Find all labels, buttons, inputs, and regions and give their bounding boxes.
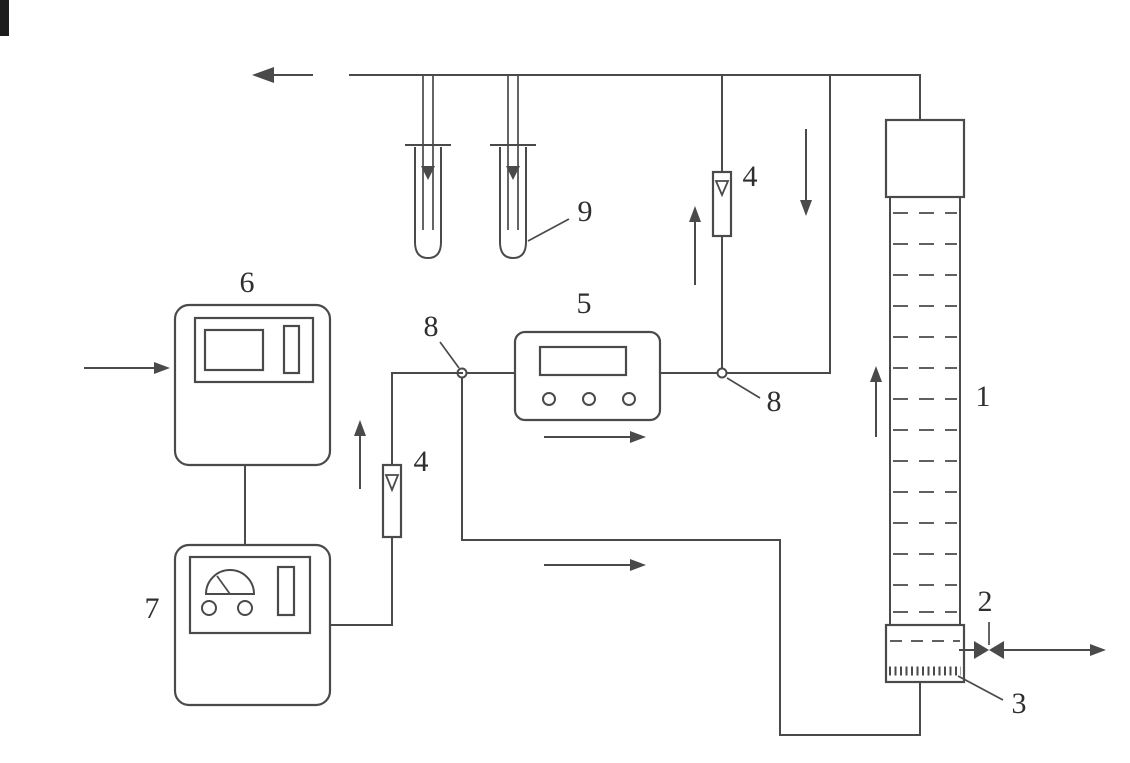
- label-flowmeter-outlet: 4: [743, 160, 758, 193]
- analyzer-button: [582, 392, 596, 406]
- liquid-level-mark: [506, 166, 520, 180]
- tube-body: [499, 147, 527, 260]
- label-generator: 7: [145, 592, 160, 625]
- label-absorption-tubes: 9: [578, 195, 593, 228]
- flow-direction-down-arrow-icon: [800, 129, 812, 216]
- drain-valve: [959, 622, 1106, 659]
- vent-pipe-line: [349, 74, 921, 121]
- scan-artifact: [0, 0, 9, 36]
- generator-switch: [276, 565, 296, 617]
- analyzer-display: [538, 345, 628, 377]
- vent-pipe: [252, 67, 921, 121]
- flowmeter-float-icon: [384, 474, 400, 493]
- flow-direction-right-arrow-icon: [544, 559, 646, 571]
- generator-knob: [201, 600, 217, 616]
- flow-direction-up-arrow-icon: [354, 420, 366, 489]
- analyzer-button: [542, 392, 556, 406]
- generator-knob: [237, 600, 253, 616]
- gauge-icon: [204, 569, 256, 595]
- label-junction-inlet: 8: [424, 310, 439, 343]
- label-column: 1: [976, 380, 991, 413]
- label-leader-3: [957, 675, 1004, 701]
- controller-display: [203, 328, 265, 372]
- analyzer-button: [622, 392, 636, 406]
- flow-direction-up-arrow-icon: [870, 366, 882, 437]
- column-packing: [893, 212, 957, 613]
- drain-arrow-icon: [1090, 644, 1106, 656]
- label-analyzer: 5: [577, 287, 592, 320]
- junction-outlet: [716, 367, 728, 379]
- flowmeter-float-icon: [714, 180, 730, 198]
- flowmeter-inlet: [329, 372, 463, 626]
- label-junction-outlet: 8: [767, 385, 782, 418]
- label-power-controller: 6: [240, 266, 255, 299]
- column-bottom-section: [884, 623, 966, 684]
- column-top-cap: [884, 118, 966, 199]
- column-feed-pipe: [461, 372, 921, 736]
- pipe: [329, 536, 393, 626]
- gauge-needle-icon: [216, 575, 231, 595]
- flowmeter-outlet: [711, 74, 733, 374]
- label-drain-valve: 2: [978, 585, 993, 618]
- pipe: [391, 372, 463, 466]
- inlet-arrow-icon: [84, 362, 170, 374]
- valve-icon: [974, 641, 989, 659]
- label-leader-8-left: [439, 341, 460, 369]
- packed-column: [884, 118, 966, 684]
- label-gas-distributor: 3: [1012, 687, 1027, 720]
- absorption-tube: [490, 75, 536, 260]
- valve-icon: [989, 641, 1004, 659]
- analyzer: [461, 330, 662, 422]
- pipe: [461, 372, 921, 736]
- label-flowmeter-inlet: 4: [414, 445, 429, 478]
- column-outlet-pipe: [659, 74, 831, 374]
- label-leader-8-right: [726, 377, 761, 399]
- controller-slot: [282, 324, 301, 375]
- power-controller: [173, 303, 332, 546]
- vent-exit-arrow-icon: [252, 67, 274, 83]
- absorption-tube: [405, 75, 451, 260]
- liquid-level-mark: [421, 166, 435, 180]
- flow-direction-up-arrow-icon: [689, 206, 701, 285]
- generator: [173, 543, 332, 707]
- tube-body: [414, 147, 442, 260]
- flow-direction-right-arrow-icon: [544, 431, 646, 443]
- label-leader-9: [527, 218, 570, 242]
